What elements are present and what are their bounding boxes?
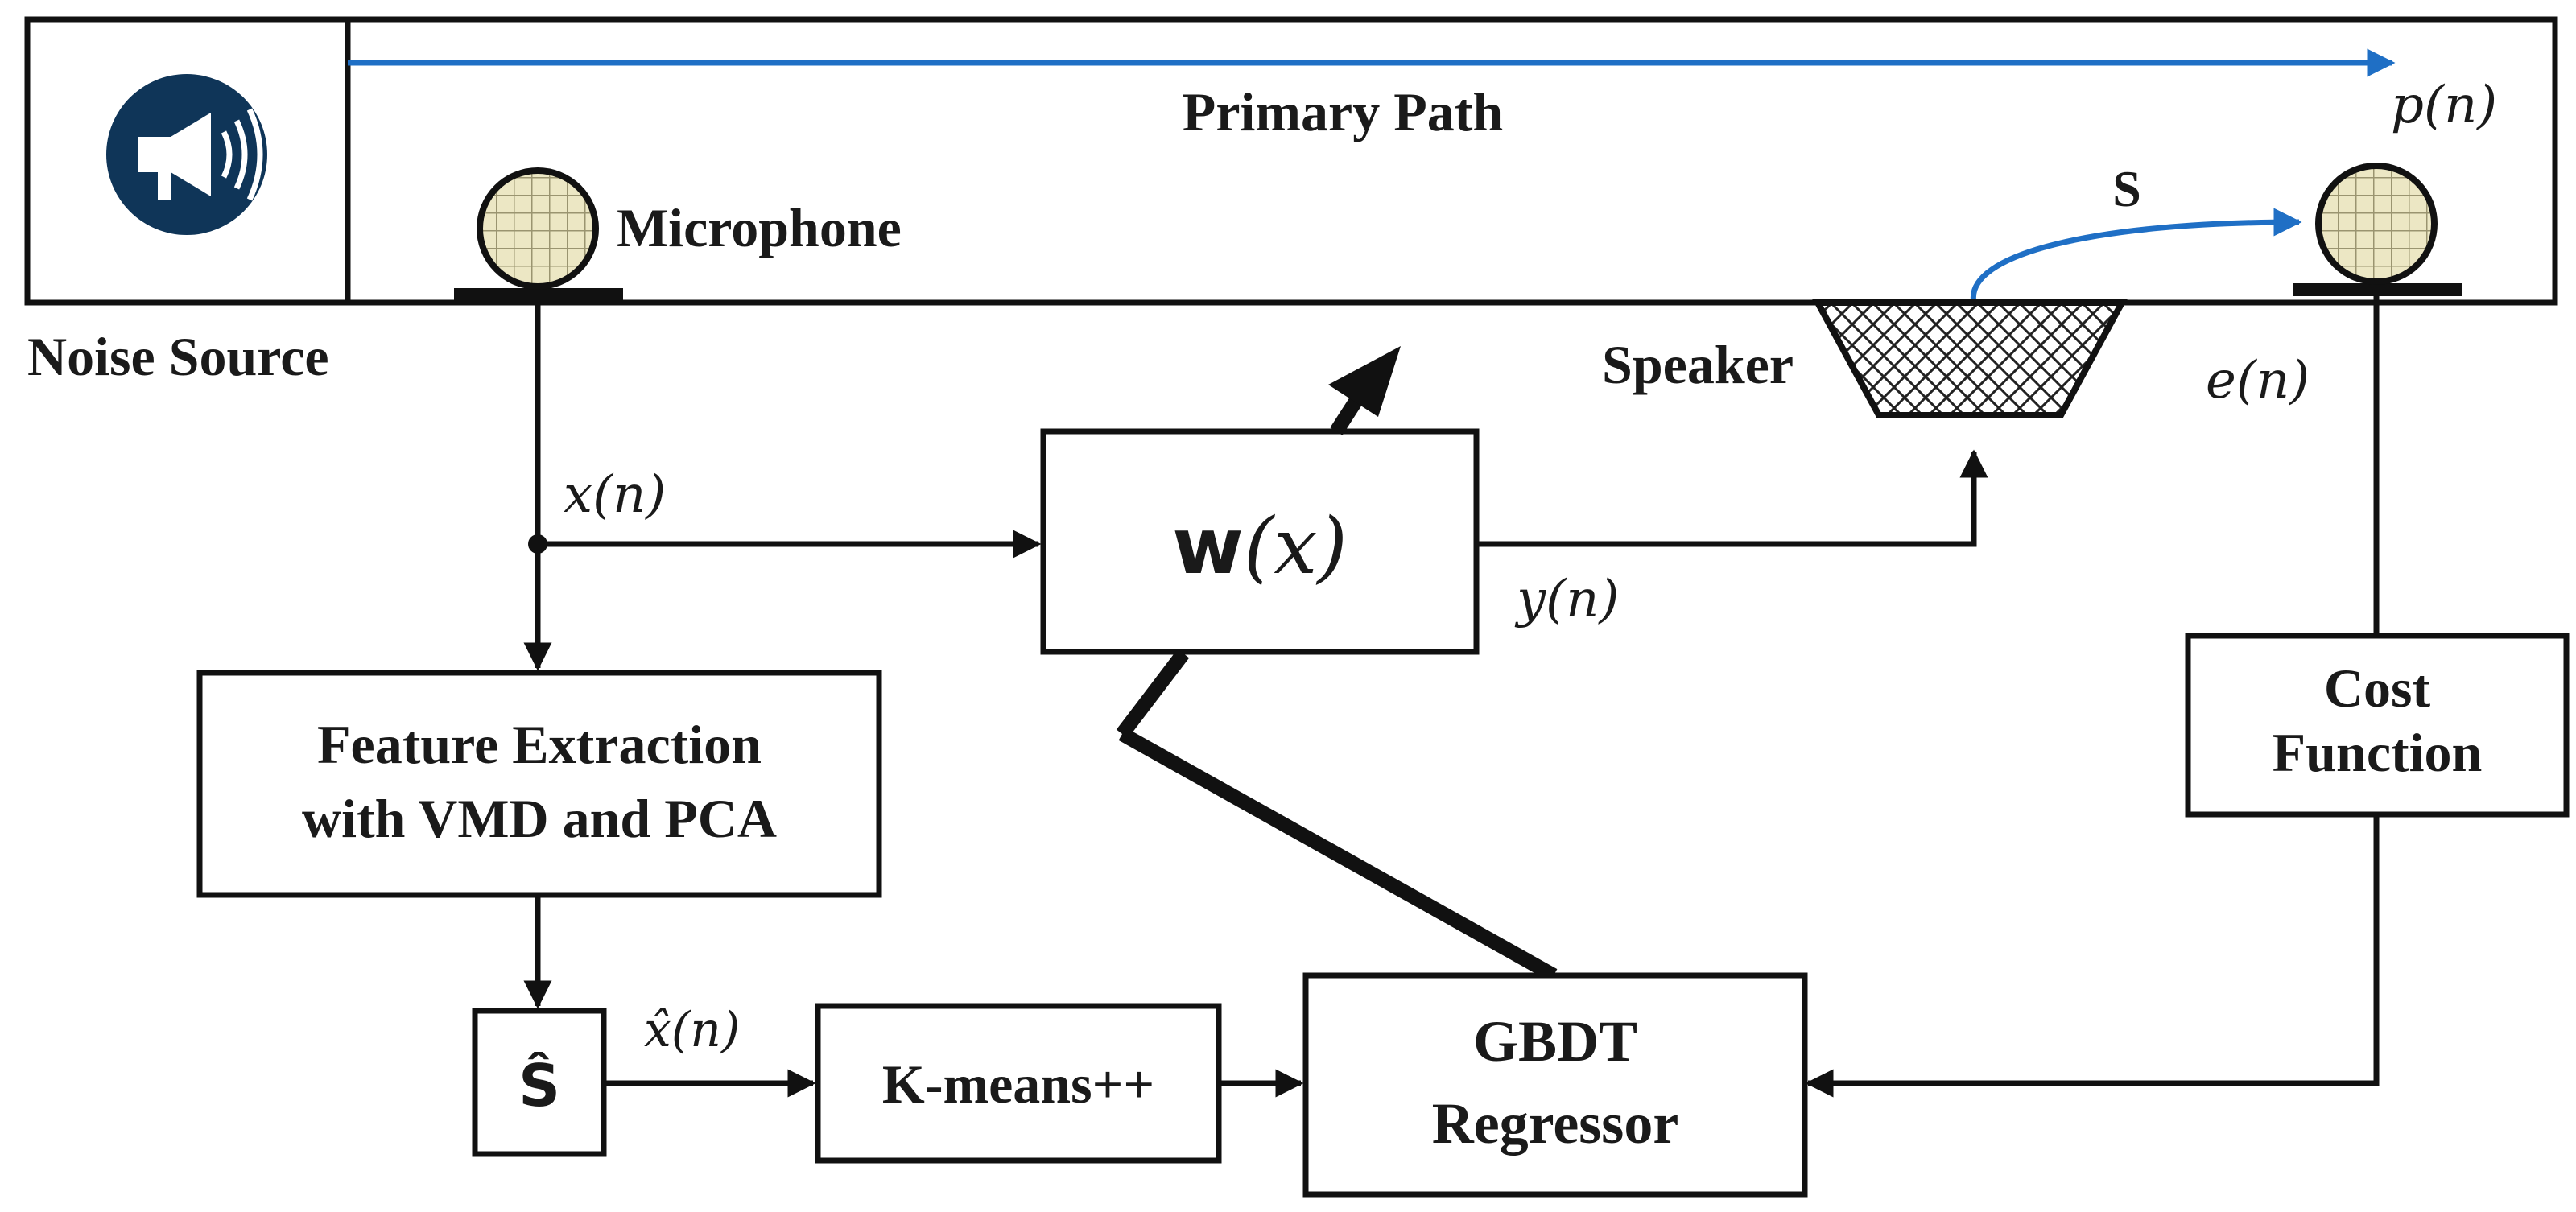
feature-extraction-line2: with VMD and PCA [302, 788, 777, 849]
gbdt-line1: GBDT [1473, 1009, 1637, 1074]
megaphone-icon [106, 74, 267, 235]
feature-extraction-block [196, 670, 882, 898]
speaker-icon [1812, 299, 2128, 418]
s-path-label: S [2112, 160, 2141, 217]
x-n-signal: x(n) [564, 465, 666, 525]
cost-function-line1: Cost [2324, 658, 2431, 719]
feature-extraction-line1: Feature Extraction [317, 714, 762, 775]
cost-function-line2: Function [2273, 722, 2483, 783]
kmeans-label: K-means++ [882, 1053, 1154, 1115]
noise-source-label: Noise Source [27, 326, 329, 387]
cost-wire [1805, 814, 2380, 1098]
gbdt-line2: Regressor [1432, 1091, 1679, 1156]
microphone-icon [454, 167, 623, 301]
error-microphone-icon [2293, 163, 2462, 296]
p-n-signal: p(n) [2391, 76, 2497, 135]
y-wire [1476, 449, 1988, 547]
speaker-label: Speaker [1602, 334, 1794, 395]
s-hat-label: Ŝ [518, 1052, 560, 1119]
adaptive-filter-label: w(x) [1172, 501, 1348, 592]
x-hat-n-signal: x̂(n) [644, 1002, 740, 1058]
microphone-label: Microphone [617, 197, 902, 258]
cost-function-block [2185, 633, 2570, 818]
secondary-path-arrow [1970, 208, 2302, 303]
adaptive-filter-block [1040, 428, 1480, 655]
adaptation-arrow-mid [1116, 649, 1190, 739]
adaptation-arrow [1118, 728, 1558, 982]
y-n-signal: y(n) [1514, 570, 1619, 629]
e-n-signal: e(n) [2206, 351, 2310, 410]
duct-frame [24, 16, 2558, 306]
kmeans-block [815, 1003, 1222, 1164]
gbdt-block [1302, 972, 1808, 1198]
primary-path-label: Primary Path [1183, 81, 1503, 142]
adaptation-arrowhead [1328, 346, 1401, 417]
